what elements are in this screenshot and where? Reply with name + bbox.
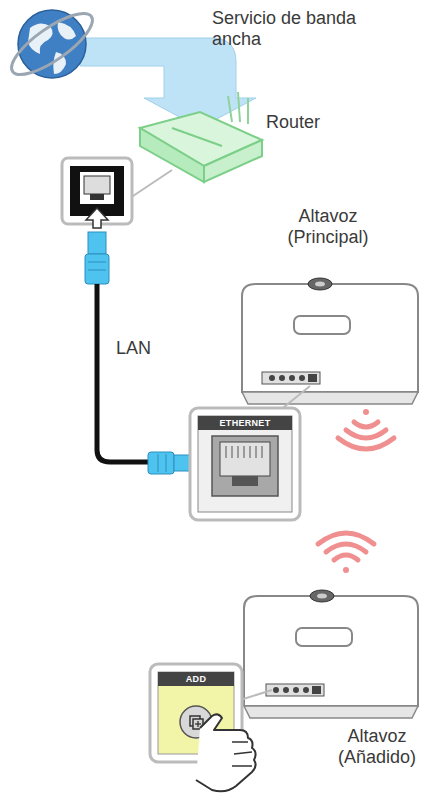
- service-label: Servicio de banda ancha: [212, 8, 362, 50]
- wifi-symbol: [318, 533, 374, 573]
- speaker-label: Altavoz (Principal): [272, 206, 384, 248]
- port-name: ETHERNET: [198, 417, 292, 429]
- wifi-symbol: [338, 409, 394, 449]
- button-name: ADD: [158, 673, 234, 685]
- hand-fingers: [232, 742, 252, 766]
- router-label: Router: [266, 112, 366, 133]
- added-speaker: [244, 590, 418, 718]
- pointing-hand: [196, 714, 256, 791]
- broadband-arrow: [80, 38, 256, 128]
- router-port-zoom: [62, 158, 172, 228]
- globe-icon: [4, 3, 101, 84]
- ethernet-port-zoom: [190, 386, 310, 520]
- router: [140, 92, 262, 182]
- main-speaker: [242, 278, 418, 404]
- speaker-label: Altavoz (Añadido): [322, 726, 432, 768]
- cable-label: LAN: [116, 338, 176, 359]
